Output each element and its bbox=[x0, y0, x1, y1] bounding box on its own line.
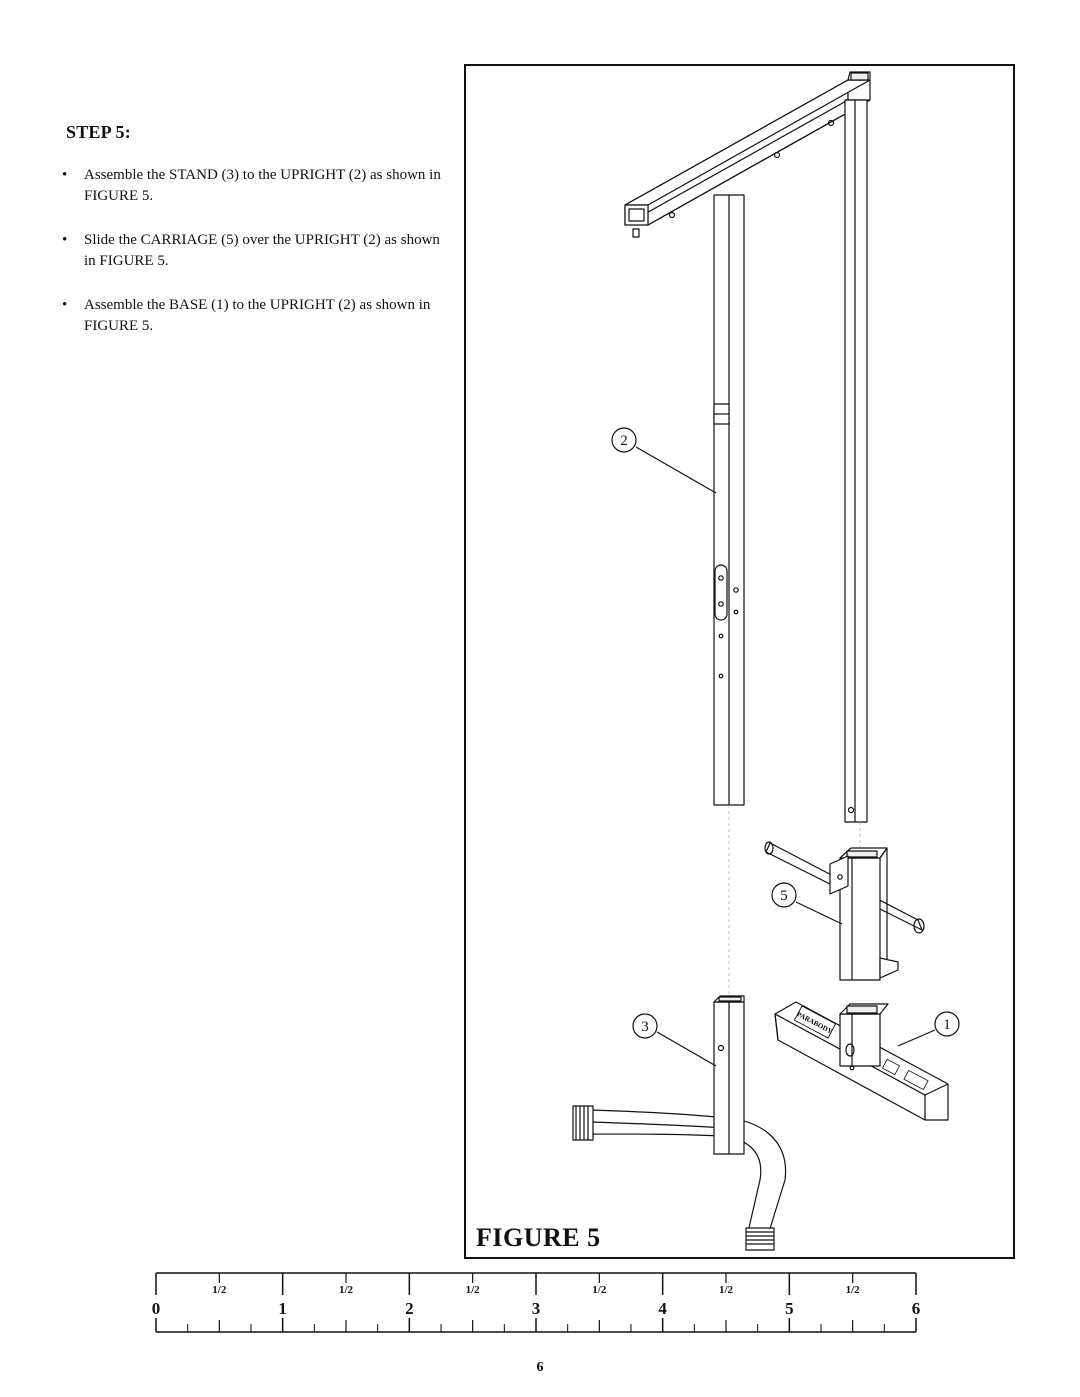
upright-leader bbox=[635, 446, 717, 494]
stand-part bbox=[572, 995, 787, 1251]
step-heading: STEP 5: bbox=[66, 122, 131, 142]
callout-circle-carriage bbox=[771, 882, 797, 908]
callout-label-stand: 3 bbox=[641, 1019, 649, 1035]
instruction-text: Assemble the STAND (3) to the UPRIGHT (2… bbox=[84, 167, 441, 204]
bullet: • bbox=[62, 232, 68, 248]
base-part bbox=[774, 1001, 949, 1121]
callout-circle-upright bbox=[611, 427, 637, 453]
figure-frame bbox=[464, 64, 1015, 1259]
instruction-item: • Slide the CARRIAGE (5) over the UPRIGHT… bbox=[62, 230, 442, 272]
instruction-item: • Assemble the BASE (1) to the UPRIGHT (2… bbox=[62, 295, 442, 337]
instruction-item: • Assemble the STAND (3) to the UPRIGHT (… bbox=[62, 165, 442, 207]
instruction-list: • Assemble the STAND (3) to the UPRIGHT (… bbox=[62, 165, 442, 360]
ruler-major-label: 4 bbox=[658, 1299, 667, 1318]
ruler-half-label: 1/2 bbox=[846, 1284, 861, 1296]
ruler-major-label: 3 bbox=[532, 1299, 541, 1318]
stand-leader bbox=[656, 1031, 717, 1067]
callout-label-base: 1 bbox=[943, 1017, 951, 1033]
carriage-part bbox=[764, 841, 925, 981]
ruler-half-label: 1/2 bbox=[466, 1284, 481, 1296]
upright-part bbox=[624, 71, 871, 823]
ruler-labels: 0 1/2 1 1/2 2 1/2 3 1/2 4 1/2 5 1/2 6 bbox=[152, 1284, 921, 1318]
ruler-major-label: 0 bbox=[152, 1299, 161, 1318]
measurement-ruler bbox=[155, 1272, 917, 1333]
ruler-major-label: 6 bbox=[912, 1299, 921, 1318]
bullet: • bbox=[62, 297, 68, 313]
ruler-half-label: 1/2 bbox=[592, 1284, 607, 1296]
instruction-text: Slide the CARRIAGE (5) over the UPRIGHT … bbox=[84, 232, 440, 269]
callout-label-carriage: 5 bbox=[780, 888, 788, 904]
carriage-leader bbox=[795, 901, 843, 925]
ruler-major-label: 5 bbox=[785, 1299, 794, 1318]
base-leader bbox=[897, 1029, 936, 1047]
callout-label-upright: 2 bbox=[620, 433, 628, 449]
instruction-text: Assemble the BASE (1) to the UPRIGHT (2)… bbox=[84, 297, 431, 334]
ruler-half-label: 1/2 bbox=[212, 1284, 227, 1296]
callout-circle-stand bbox=[632, 1013, 658, 1039]
page-number: 6 bbox=[536, 1360, 544, 1375]
ruler-major-label: 1 bbox=[278, 1299, 287, 1318]
ruler-half-label: 1/2 bbox=[339, 1284, 354, 1296]
ruler-major-label: 2 bbox=[405, 1299, 414, 1318]
ruler-half-label: 1/2 bbox=[719, 1284, 734, 1296]
figure-caption: FIGURE 5 bbox=[476, 1223, 601, 1253]
callout-circle-base bbox=[934, 1011, 960, 1037]
bullet: • bbox=[62, 167, 68, 183]
